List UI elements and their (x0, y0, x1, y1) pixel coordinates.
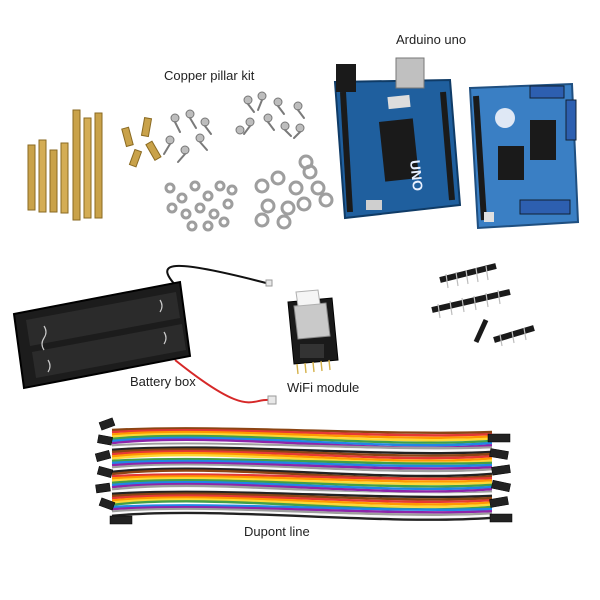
arduino-uno-board: UNO (333, 57, 462, 220)
label-arduino-uno: Arduino uno (396, 32, 467, 47)
ribbon-wire (111, 430, 493, 439)
label-copper-pillar-kit: Copper pillar kit (164, 68, 255, 83)
ribbon-wire (111, 488, 493, 496)
ribbon-wire (111, 436, 493, 447)
uno-silkscreen: UNO (407, 159, 426, 192)
ribbon-wire (111, 475, 493, 483)
ribbon-wire (111, 461, 493, 470)
ribbon-wire (111, 446, 493, 455)
nuts-washers (164, 154, 334, 232)
screws (163, 91, 305, 163)
ribbon-wire (111, 473, 493, 481)
ribbon-wire (111, 496, 493, 506)
motor-shield-board (468, 82, 580, 230)
ribbon-wire (111, 444, 493, 452)
ribbon-wire (111, 506, 493, 514)
ribbon-wire (111, 482, 493, 493)
ribbon-wire (111, 498, 493, 508)
label-wifi-module: WiFi module (287, 380, 360, 395)
ribbon-wire (111, 477, 493, 486)
ribbon-wire (111, 450, 493, 460)
ribbon-wire (111, 465, 493, 475)
ribbon-wire (111, 490, 493, 499)
battery-box (12, 264, 277, 405)
label-battery-box: Battery box (130, 374, 196, 389)
ribbon-wire (111, 494, 493, 504)
ribbon-wire (111, 492, 493, 501)
ribbon-wire (111, 479, 493, 488)
ribbon-wire (111, 463, 493, 473)
dupont-connectors-left (94, 417, 133, 525)
ribbon-wire (111, 452, 493, 462)
ribbon-wire (111, 504, 493, 512)
dupont-ribbon-cable (111, 427, 493, 521)
ribbon-wire (111, 511, 493, 521)
ribbon-wire (111, 442, 493, 450)
ribbon-wire (111, 429, 493, 437)
dupont-connectors-right (487, 433, 513, 523)
pin-headers (431, 263, 535, 347)
ribbon-wire (111, 448, 493, 457)
wifi-module (287, 289, 339, 375)
ribbon-wire (111, 434, 493, 444)
ribbon-wire (111, 480, 493, 491)
ribbon-wire (111, 459, 493, 468)
label-dupont-line: Dupont line (244, 524, 310, 539)
ribbon-wire (111, 457, 493, 465)
ribbon-wire (111, 467, 493, 478)
ribbon-wire (111, 427, 493, 435)
ribbon-wire (111, 507, 493, 516)
ribbon-wire (111, 509, 493, 519)
brass-standoffs (27, 109, 162, 221)
ribbon-wire (111, 432, 493, 442)
